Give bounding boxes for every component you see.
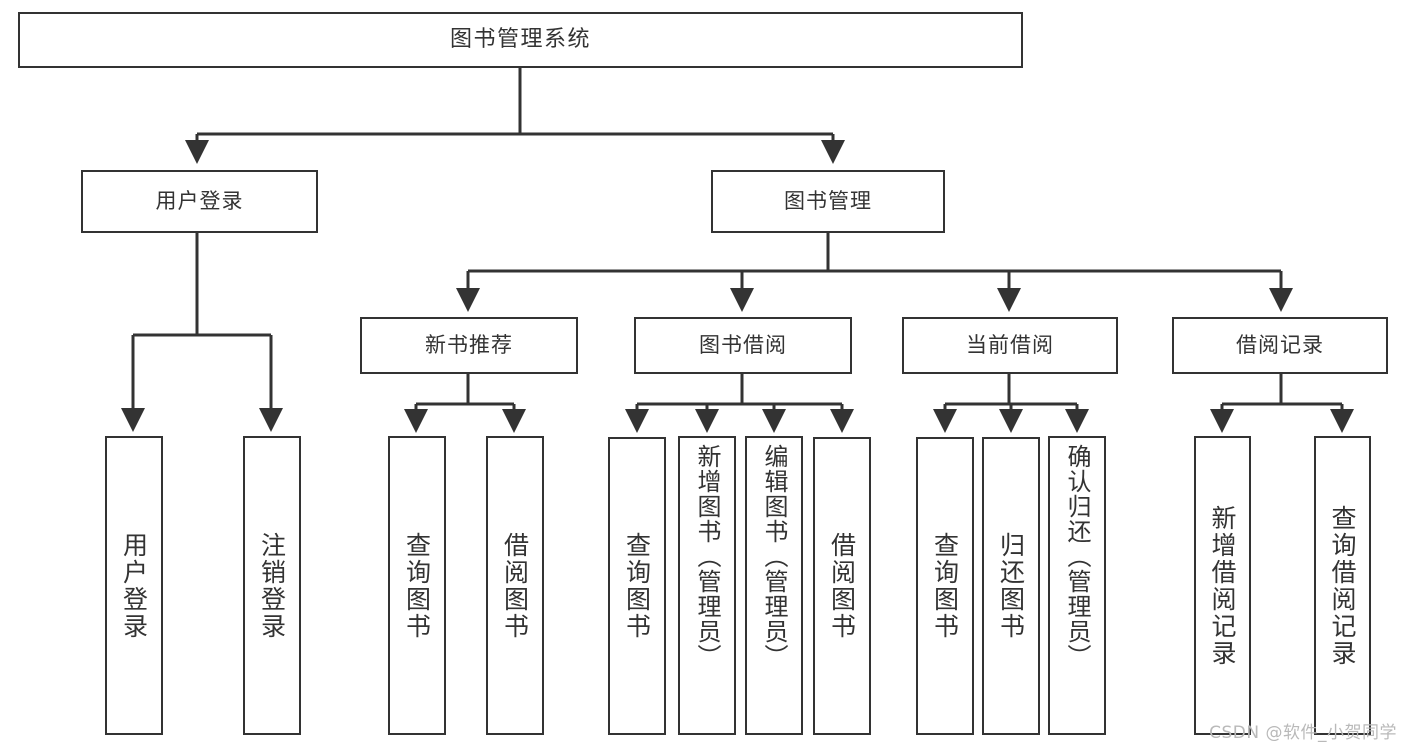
- node-new-book-recommendation[interactable]: 新书推荐: [360, 317, 578, 374]
- node-label: 借阅记录: [1236, 333, 1324, 358]
- node-borrow-records[interactable]: 借阅记录: [1172, 317, 1388, 374]
- csdn-watermark: CSDN @软件_小贺同学: [1209, 723, 1397, 743]
- node-label: 当前借阅: [966, 333, 1054, 358]
- node-leaf-borrow-book-new[interactable]: 借阅图书: [486, 436, 544, 735]
- node-book-management[interactable]: 图书管理: [711, 170, 945, 233]
- node-label: 注销登录: [257, 531, 287, 640]
- node-label: 归还图书: [996, 532, 1026, 640]
- node-leaf-add-borrow-record[interactable]: 新增借阅记录: [1194, 436, 1251, 735]
- node-leaf-confirm-return-admin[interactable]: 确认归还（管理员）: [1048, 436, 1106, 735]
- node-leaf-query-book-new[interactable]: 查询图书: [388, 436, 446, 735]
- node-label: 借阅图书: [827, 532, 857, 640]
- node-label: 图书管理系统: [449, 27, 591, 53]
- node-current-borrowing[interactable]: 当前借阅: [902, 317, 1118, 374]
- node-leaf-logout[interactable]: 注销登录: [243, 436, 301, 735]
- node-root-library-management-system[interactable]: 图书管理系统: [18, 12, 1023, 68]
- node-leaf-add-book-admin[interactable]: 新增图书（管理员）: [678, 436, 736, 735]
- node-leaf-borrow-book-borrow[interactable]: 借阅图书: [813, 437, 871, 735]
- node-leaf-query-book-current[interactable]: 查询图书: [916, 437, 974, 735]
- node-label: 新增借阅记录: [1208, 504, 1237, 667]
- node-label: 确认归还（管理员）: [1063, 444, 1091, 669]
- node-user-login[interactable]: 用户登录: [81, 170, 318, 233]
- node-label: 查询图书: [930, 532, 960, 640]
- node-leaf-edit-book-admin[interactable]: 编辑图书（管理员）: [745, 436, 803, 735]
- node-leaf-return-book[interactable]: 归还图书: [982, 437, 1040, 735]
- node-label: 图书管理: [784, 189, 872, 214]
- node-leaf-user-login[interactable]: 用户登录: [105, 436, 163, 735]
- node-label: 用户登录: [119, 531, 149, 640]
- node-label: 图书借阅: [699, 333, 787, 358]
- node-label: 编辑图书（管理员）: [760, 444, 788, 669]
- node-leaf-query-borrow-record[interactable]: 查询借阅记录: [1314, 436, 1371, 735]
- node-label: 查询借阅记录: [1328, 504, 1357, 667]
- node-label: 新增图书（管理员）: [693, 444, 721, 669]
- node-book-borrowing[interactable]: 图书借阅: [634, 317, 852, 374]
- node-label: 借阅图书: [500, 531, 530, 640]
- node-label: 查询图书: [622, 532, 652, 640]
- node-label: 查询图书: [402, 531, 432, 640]
- node-leaf-query-book-borrow[interactable]: 查询图书: [608, 437, 666, 735]
- node-label: 用户登录: [155, 189, 244, 214]
- node-label: 新书推荐: [425, 333, 513, 358]
